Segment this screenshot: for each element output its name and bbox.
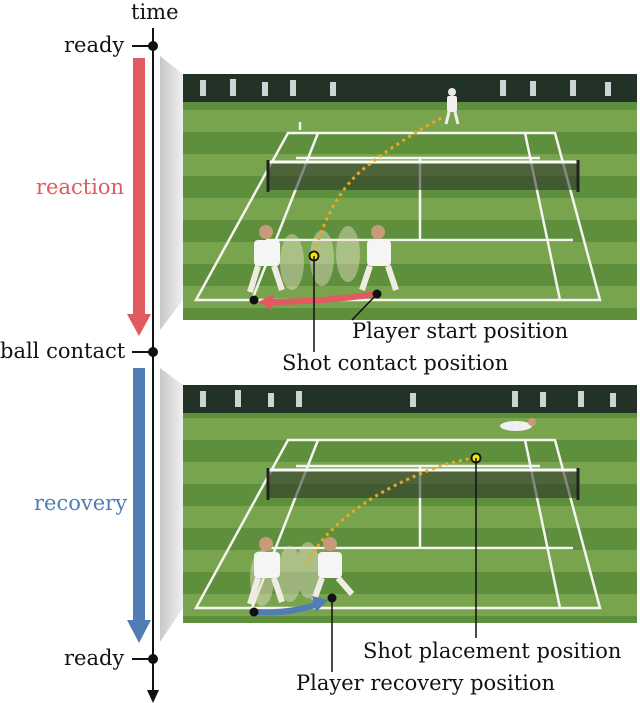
label-player-recovery: Player recovery position [296,671,556,695]
reaction-near-player-right [359,225,399,291]
phase-label-recovery: recovery [34,491,128,515]
reaction-far-player [444,88,460,125]
reaction-net [266,160,580,192]
recovery-movement-arrow [255,601,320,616]
time-axis [132,28,159,703]
player-start-leader [351,293,378,321]
tick-ready-bottom [148,654,158,664]
label-player-start: Player start position [352,319,569,343]
recovery-near-player-right [311,537,355,602]
tick-ball-contact [148,347,158,357]
recovery-near-player-left [247,537,285,605]
tick-label-ready-top: ready [64,33,125,57]
reaction-court-image [183,74,637,320]
recovery-phase-arrow [127,368,151,643]
reaction-movement-arrow [267,291,378,305]
reaction-frame [160,56,637,352]
reaction-near-player-left [247,225,285,293]
reaction-phase-arrow [127,58,151,336]
tick-label-ball-contact: ball contact [0,339,126,363]
reaction-movement-arrowhead [258,294,274,310]
reaction-frame-fan [160,56,183,330]
recovery-frame [160,368,637,672]
recovery-far-player [500,418,536,431]
recovery-movement-arrowhead [312,596,328,612]
reaction-stands [183,74,637,102]
reaction-end-marker [249,295,259,305]
reaction-ghost-players [280,226,360,290]
recovery-net [266,468,580,500]
recovery-frame-fan [160,368,183,642]
recovery-ball-trajectory [304,456,477,565]
time-axis-arrowhead [147,690,159,703]
tick-ready-top [148,41,158,51]
tick-label-ready-bottom: ready [64,646,125,670]
label-shot-contact: Shot contact position [282,351,509,375]
phase-label-reaction: reaction [36,175,125,199]
time-axis-title: time [131,0,179,24]
reaction-ball-trajectory [312,116,442,255]
label-shot-placement: Shot placement position [363,639,622,663]
recovery-start-marker [249,607,259,617]
